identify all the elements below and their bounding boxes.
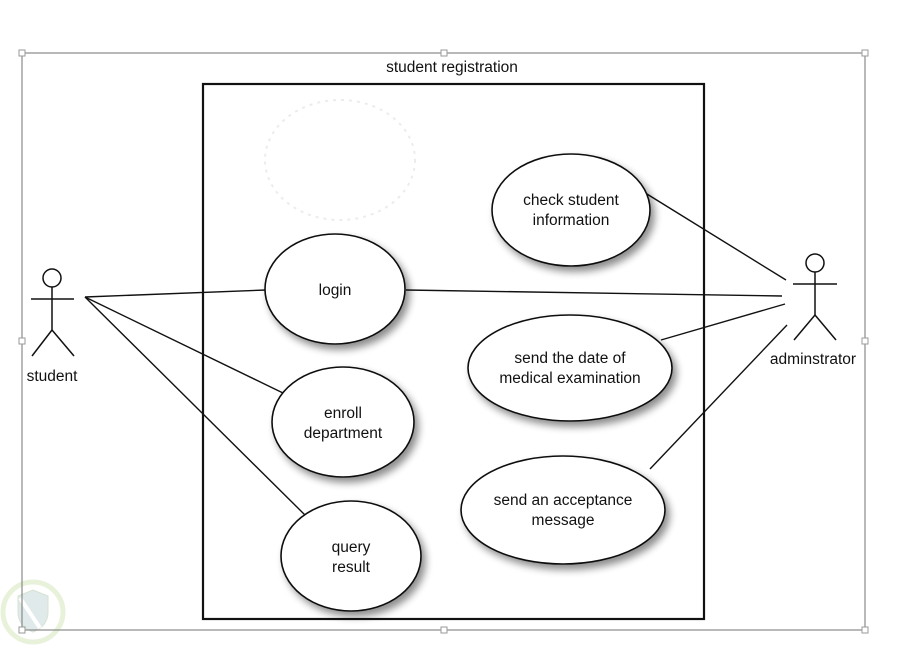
use-case-label: login: [319, 282, 352, 299]
association-admin-send-accept[interactable]: [649, 324, 788, 470]
resize-handle-middle-left[interactable]: [18, 337, 26, 345]
use-case-label: send the date of: [514, 350, 626, 367]
actor-leg-left: [793, 314, 816, 341]
use-case-label: send an acceptance: [494, 492, 633, 509]
resize-handle-top-middle[interactable]: [440, 49, 448, 57]
association-admin-send-date[interactable]: [660, 303, 786, 341]
watermark-logo: [0, 579, 66, 645]
association-admin-check[interactable]: [633, 185, 787, 281]
use-case-query-result[interactable]: query result: [280, 500, 422, 612]
association-student-enroll[interactable]: [84, 296, 284, 394]
actor-student[interactable]: [31, 268, 75, 357]
actor-administrator[interactable]: [793, 253, 837, 341]
associations: [84, 185, 788, 517]
use-case-login[interactable]: login: [264, 233, 406, 345]
actor-head: [42, 268, 62, 288]
actor-label-student: student: [27, 368, 79, 385]
resize-handle-bottom-middle[interactable]: [440, 626, 448, 634]
use-case-label: message: [532, 512, 595, 529]
use-case-label: medical examination: [499, 370, 640, 387]
resize-handle-bottom-left[interactable]: [18, 626, 26, 634]
selection-frame[interactable]: [18, 49, 869, 634]
association-admin-login[interactable]: [405, 289, 783, 297]
resize-handle-top-right[interactable]: [861, 49, 869, 57]
resize-handle-top-left[interactable]: [18, 49, 26, 57]
use-case-check-student-information[interactable]: check student information: [491, 153, 651, 267]
use-case-label: enroll: [324, 405, 362, 422]
use-case-label: query: [332, 539, 371, 556]
association-student-query[interactable]: [84, 296, 307, 517]
resize-handle-bottom-right[interactable]: [861, 626, 869, 634]
use-case-label: result: [332, 559, 371, 576]
system-boundary[interactable]: [201, 82, 706, 621]
association-student-login[interactable]: [84, 289, 267, 298]
system-title: student registration: [386, 59, 518, 76]
resize-handle-middle-right[interactable]: [861, 337, 869, 345]
actor-head: [805, 253, 825, 273]
use-case-send-date-of-medical-examination[interactable]: send the date of medical examination: [467, 314, 673, 422]
erased-ghost-shape: [264, 99, 416, 221]
actor-leg-left: [31, 329, 53, 357]
actor-leg-right: [51, 329, 75, 357]
use-case-label: department: [304, 425, 383, 442]
use-case-send-acceptance-message[interactable]: send an acceptance message: [460, 455, 666, 565]
use-case-label: check student: [523, 192, 619, 209]
actor-leg-right: [814, 314, 837, 341]
actor-label-administrator: adminstrator: [770, 351, 856, 368]
use-case-label: information: [533, 212, 610, 229]
use-case-enroll-department[interactable]: enroll department: [271, 366, 415, 478]
